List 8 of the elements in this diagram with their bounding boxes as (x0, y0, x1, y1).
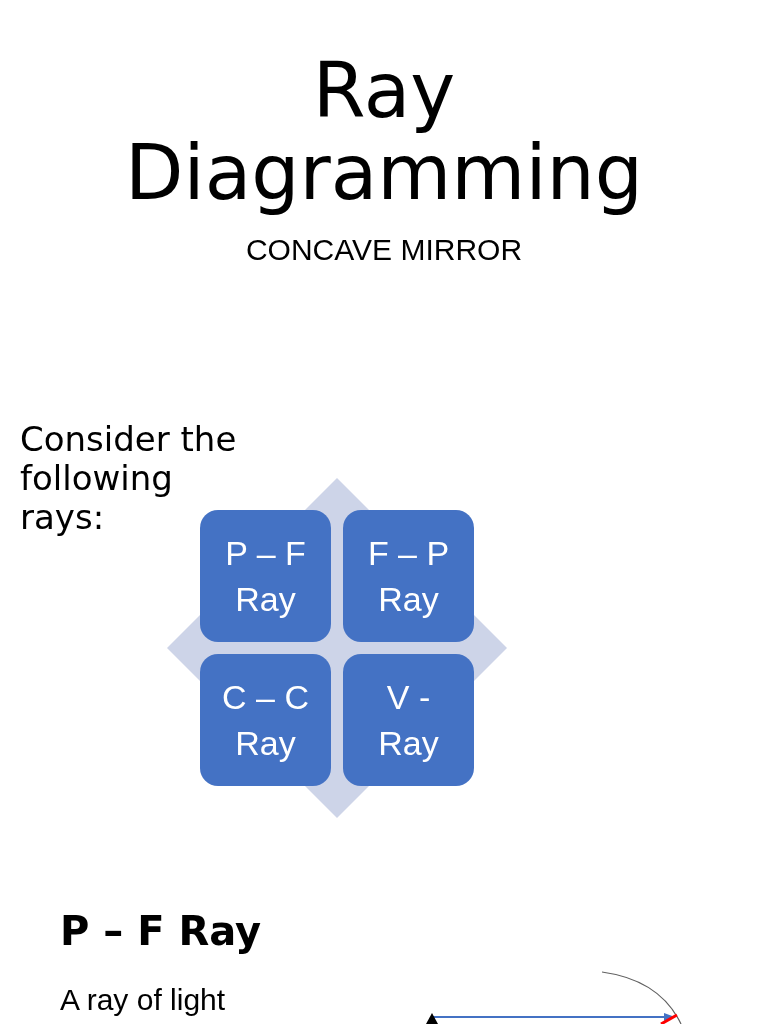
subtitle: CONCAVE MIRROR (244, 232, 524, 268)
ray-type-box: V - Ray (343, 654, 474, 786)
ray-type-box: P – F Ray (200, 510, 331, 642)
body-text: A ray of light (60, 982, 226, 1018)
section-heading: P – F Ray (60, 907, 262, 955)
ray-type-box: F – P Ray (343, 510, 474, 642)
ray-type-box: C – C Ray (200, 654, 331, 786)
title: Ray Diagramming (124, 50, 644, 214)
